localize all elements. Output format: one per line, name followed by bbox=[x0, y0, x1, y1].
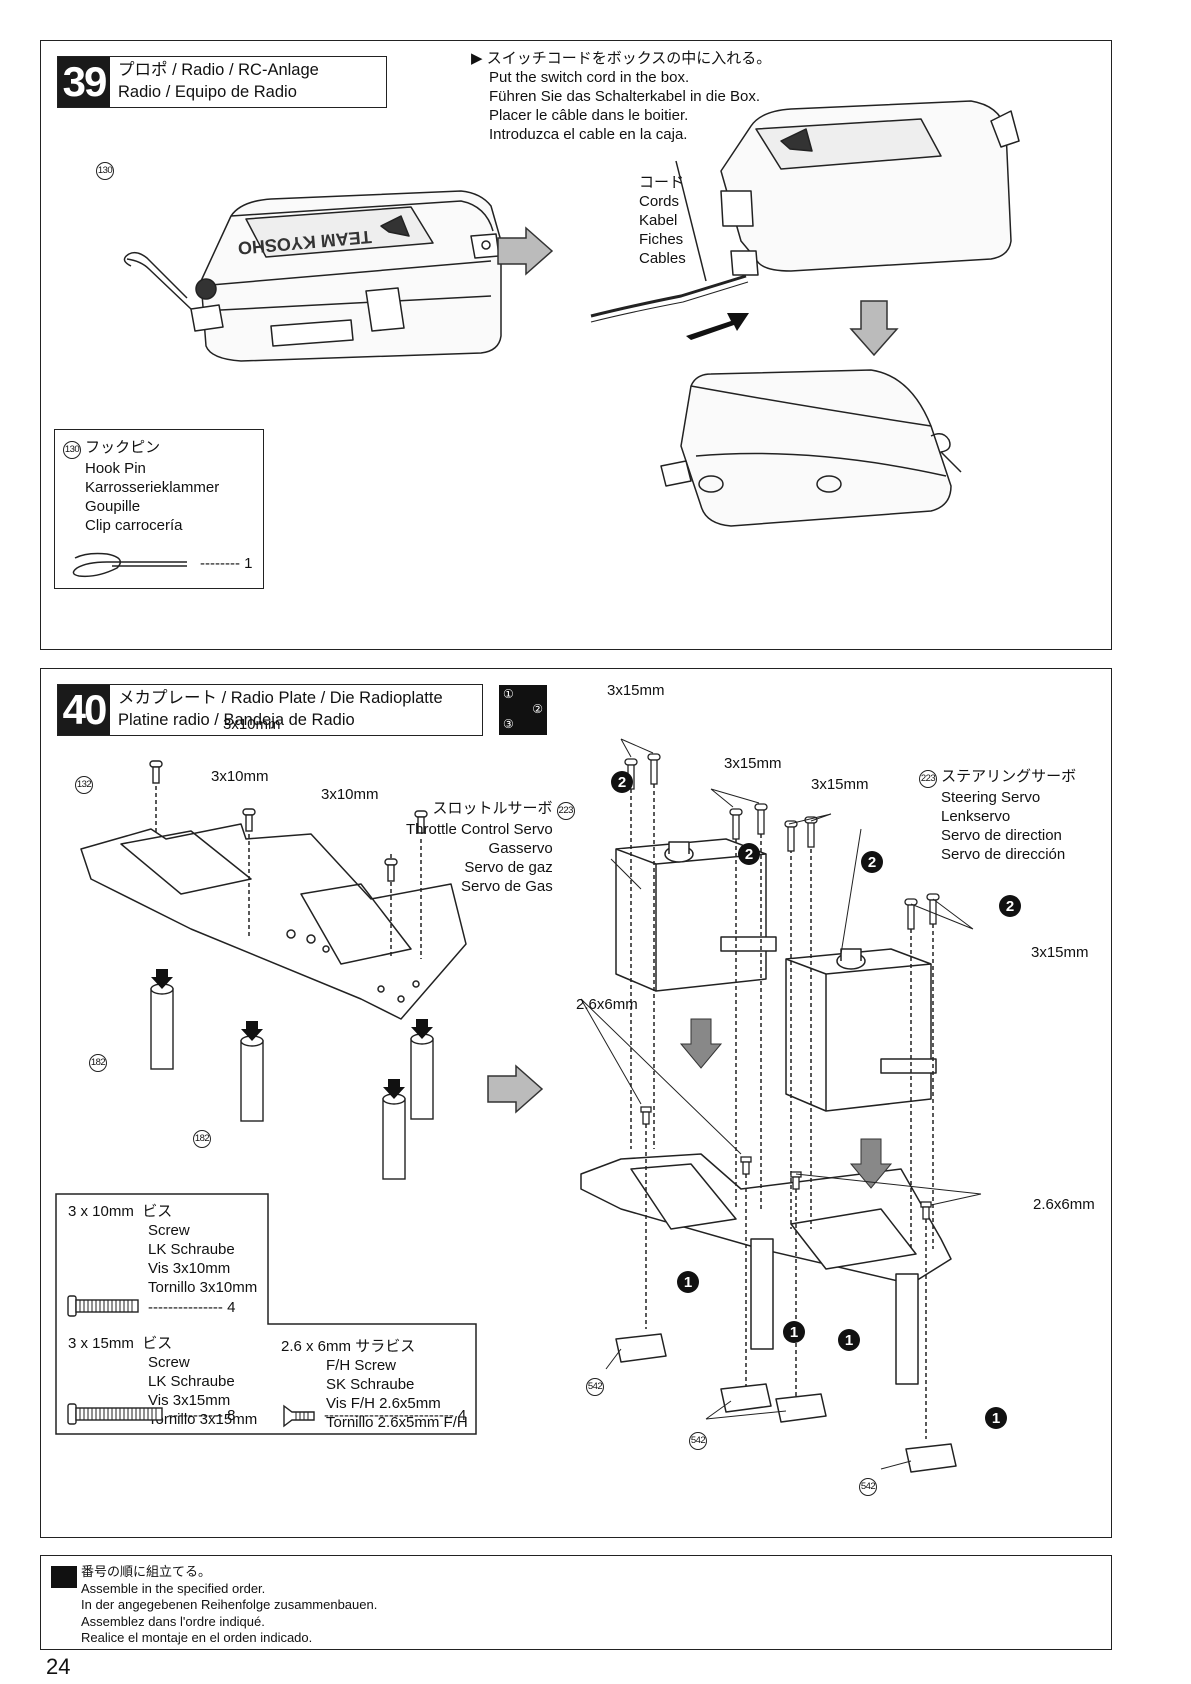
page-number: 24 bbox=[46, 1654, 71, 1679]
screw-3x10-icon bbox=[67, 1295, 139, 1317]
label-part-182-a: 182 bbox=[89, 1051, 107, 1072]
label-3x15-mid-a: 3x15mm bbox=[724, 755, 782, 772]
label-3x10-c: 3x10mm bbox=[321, 786, 379, 803]
step-2-badge: 2 bbox=[738, 843, 760, 865]
step-39-title: 39 プロポ / Radio / RC-Anlage Radio / Equip… bbox=[57, 56, 387, 108]
title-line-2: Radio / Equipo de Radio bbox=[118, 83, 297, 101]
cord-labels: コード Cords Kabel Fiches Cables bbox=[639, 174, 686, 267]
radio-plate-illustration bbox=[80, 760, 467, 1020]
assembly-order-note: 番号の順に組立てる。 Assemble in the specified ord… bbox=[40, 1555, 1112, 1650]
radio-box-cord-illustration bbox=[590, 100, 1020, 340]
process-arrow-right bbox=[497, 226, 554, 276]
label-3x15-top: 3x15mm bbox=[607, 682, 665, 699]
part-number: 130 bbox=[63, 440, 81, 459]
step-1-badge: 1 bbox=[677, 1271, 699, 1293]
parts-box-screws: 3 x 10mm ビス Screw LK Schraube Vis 3x10mm… bbox=[55, 1193, 477, 1435]
label-part-132: 132 bbox=[75, 773, 93, 794]
steering-servo-label: 223 ステアリングサーボ Steering Servo Lenkservo S… bbox=[919, 768, 1077, 863]
hook-pin-icon bbox=[72, 552, 187, 578]
label-3x10-a: 3x10mm bbox=[223, 716, 281, 733]
screw-3x15-icon bbox=[67, 1403, 163, 1425]
step-40-panel: 40 メカプレート / Radio Plate / Die Radioplatt… bbox=[40, 668, 1112, 1538]
process-arrow-right bbox=[487, 1064, 544, 1114]
label-part-542-a: 542 bbox=[586, 1375, 604, 1396]
hook-pin-qty: -------- 1 bbox=[200, 555, 253, 572]
step-1-badge: 1 bbox=[838, 1329, 860, 1351]
step-40-title: 40 メカプレート / Radio Plate / Die Radioplatt… bbox=[57, 684, 483, 736]
part-callout-130: 130 bbox=[96, 159, 114, 180]
label-part-542-b: 542 bbox=[689, 1429, 707, 1450]
qty-2.6x6: -------------------------- 4 bbox=[324, 1407, 467, 1424]
order-sequence-icon: ① ② ③ bbox=[499, 685, 547, 735]
step-number: 40 bbox=[58, 685, 110, 735]
label-2.6x6-right: 2.6x6mm bbox=[1033, 1196, 1095, 1213]
step-2-badge: 2 bbox=[611, 771, 633, 793]
qty-3x10: --------------- 4 bbox=[148, 1299, 236, 1316]
servo-assembly-illustration bbox=[580, 738, 982, 1473]
order-sequence-icon bbox=[51, 1566, 77, 1588]
screw-2.6x6-icon bbox=[283, 1404, 315, 1428]
label-part-182-b: 182 bbox=[193, 1127, 211, 1148]
title-line-1: プロポ / Radio / RC-Anlage bbox=[118, 61, 319, 79]
spacers-182-illustration bbox=[150, 969, 434, 1180]
label-part-542-c: 542 bbox=[859, 1475, 877, 1496]
step-2-badge: 2 bbox=[999, 895, 1021, 917]
label-2.6x6-left: 2.6x6mm bbox=[576, 996, 638, 1013]
step-39-panel: 39 プロポ / Radio / RC-Anlage Radio / Equip… bbox=[40, 40, 1112, 650]
title-line-1: メカプレート / Radio Plate / Die Radioplatte bbox=[118, 689, 443, 707]
label-3x15-right: 3x15mm bbox=[1031, 944, 1089, 961]
label-3x10-b: 3x10mm bbox=[211, 768, 269, 785]
process-arrow-down bbox=[849, 300, 899, 357]
step-1-badge: 1 bbox=[783, 1321, 805, 1343]
step-2-badge: 2 bbox=[861, 851, 883, 873]
radio-box-illustration: TEAM KYOSHO bbox=[123, 190, 502, 362]
qty-3x15: ----------- 8 bbox=[168, 1407, 236, 1424]
throttle-servo-label: スロットルサーボ 223 Throttle Control Servo Gass… bbox=[406, 800, 575, 895]
step-1-badge: 1 bbox=[985, 1407, 1007, 1429]
label-3x15-mid-b: 3x15mm bbox=[811, 776, 869, 793]
title-line-2: Platine radio / Bandeja de Radio bbox=[118, 711, 355, 729]
parts-box-130: 130 フックピン Hook Pin Karrosserieklammer Go… bbox=[54, 429, 264, 589]
radio-box-closed-illustration bbox=[660, 369, 962, 527]
step-39-instruction: ▶ スイッチコードをボックスの中に入れる。 Put the switch cor… bbox=[471, 50, 772, 143]
step-number: 39 bbox=[58, 57, 110, 107]
